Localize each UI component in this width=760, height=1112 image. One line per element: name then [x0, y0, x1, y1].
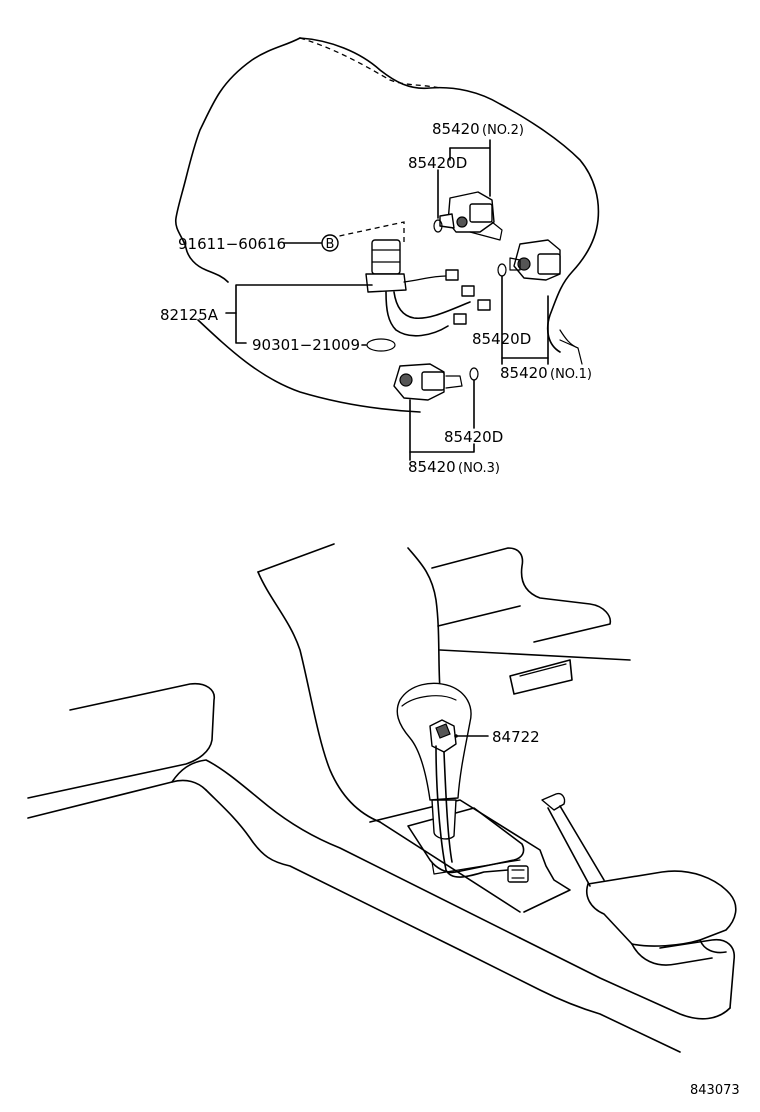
label-85420-no3-suffix: (NO.3) — [458, 461, 500, 476]
label-85420-no1-suffix: (NO.1) — [550, 367, 592, 382]
o-ring-90301 — [366, 338, 396, 352]
label-84722: 84722 — [492, 728, 540, 746]
speed-sensor-82125a — [329, 221, 491, 337]
b-marker: B — [321, 234, 339, 252]
label-91611-60616: 91611−60616 — [178, 235, 286, 253]
label-90301-21009: 90301−21009 — [252, 336, 360, 354]
label-85420d-right: 85420D — [472, 330, 531, 348]
transmission-case-outline — [174, 37, 600, 413]
leader-lines-upper — [225, 139, 583, 461]
o-ring-85420d-top — [433, 219, 443, 233]
figure-code: 843073 — [690, 1083, 740, 1098]
label-82125a: 82125A — [160, 306, 219, 324]
label-85420d-bottom: 85420D — [444, 428, 503, 446]
b-marker-label: B — [326, 237, 335, 252]
solenoid-no2 — [433, 191, 503, 241]
label-85420-no2-suffix: (NO.2) — [482, 123, 524, 138]
o-ring-85420d-right — [497, 263, 507, 277]
label-85420-no1: 85420 — [500, 364, 548, 382]
o-ring-85420d-bottom — [469, 367, 479, 381]
solenoid-no3 — [393, 363, 479, 401]
label-85420-no2: 85420 — [432, 120, 480, 138]
label-85420-no3: 85420 — [408, 458, 456, 476]
label-85420d-top: 85420D — [408, 154, 467, 172]
solenoid-no1 — [497, 239, 561, 281]
shift-lever — [396, 682, 529, 883]
interior-console — [27, 543, 737, 1053]
